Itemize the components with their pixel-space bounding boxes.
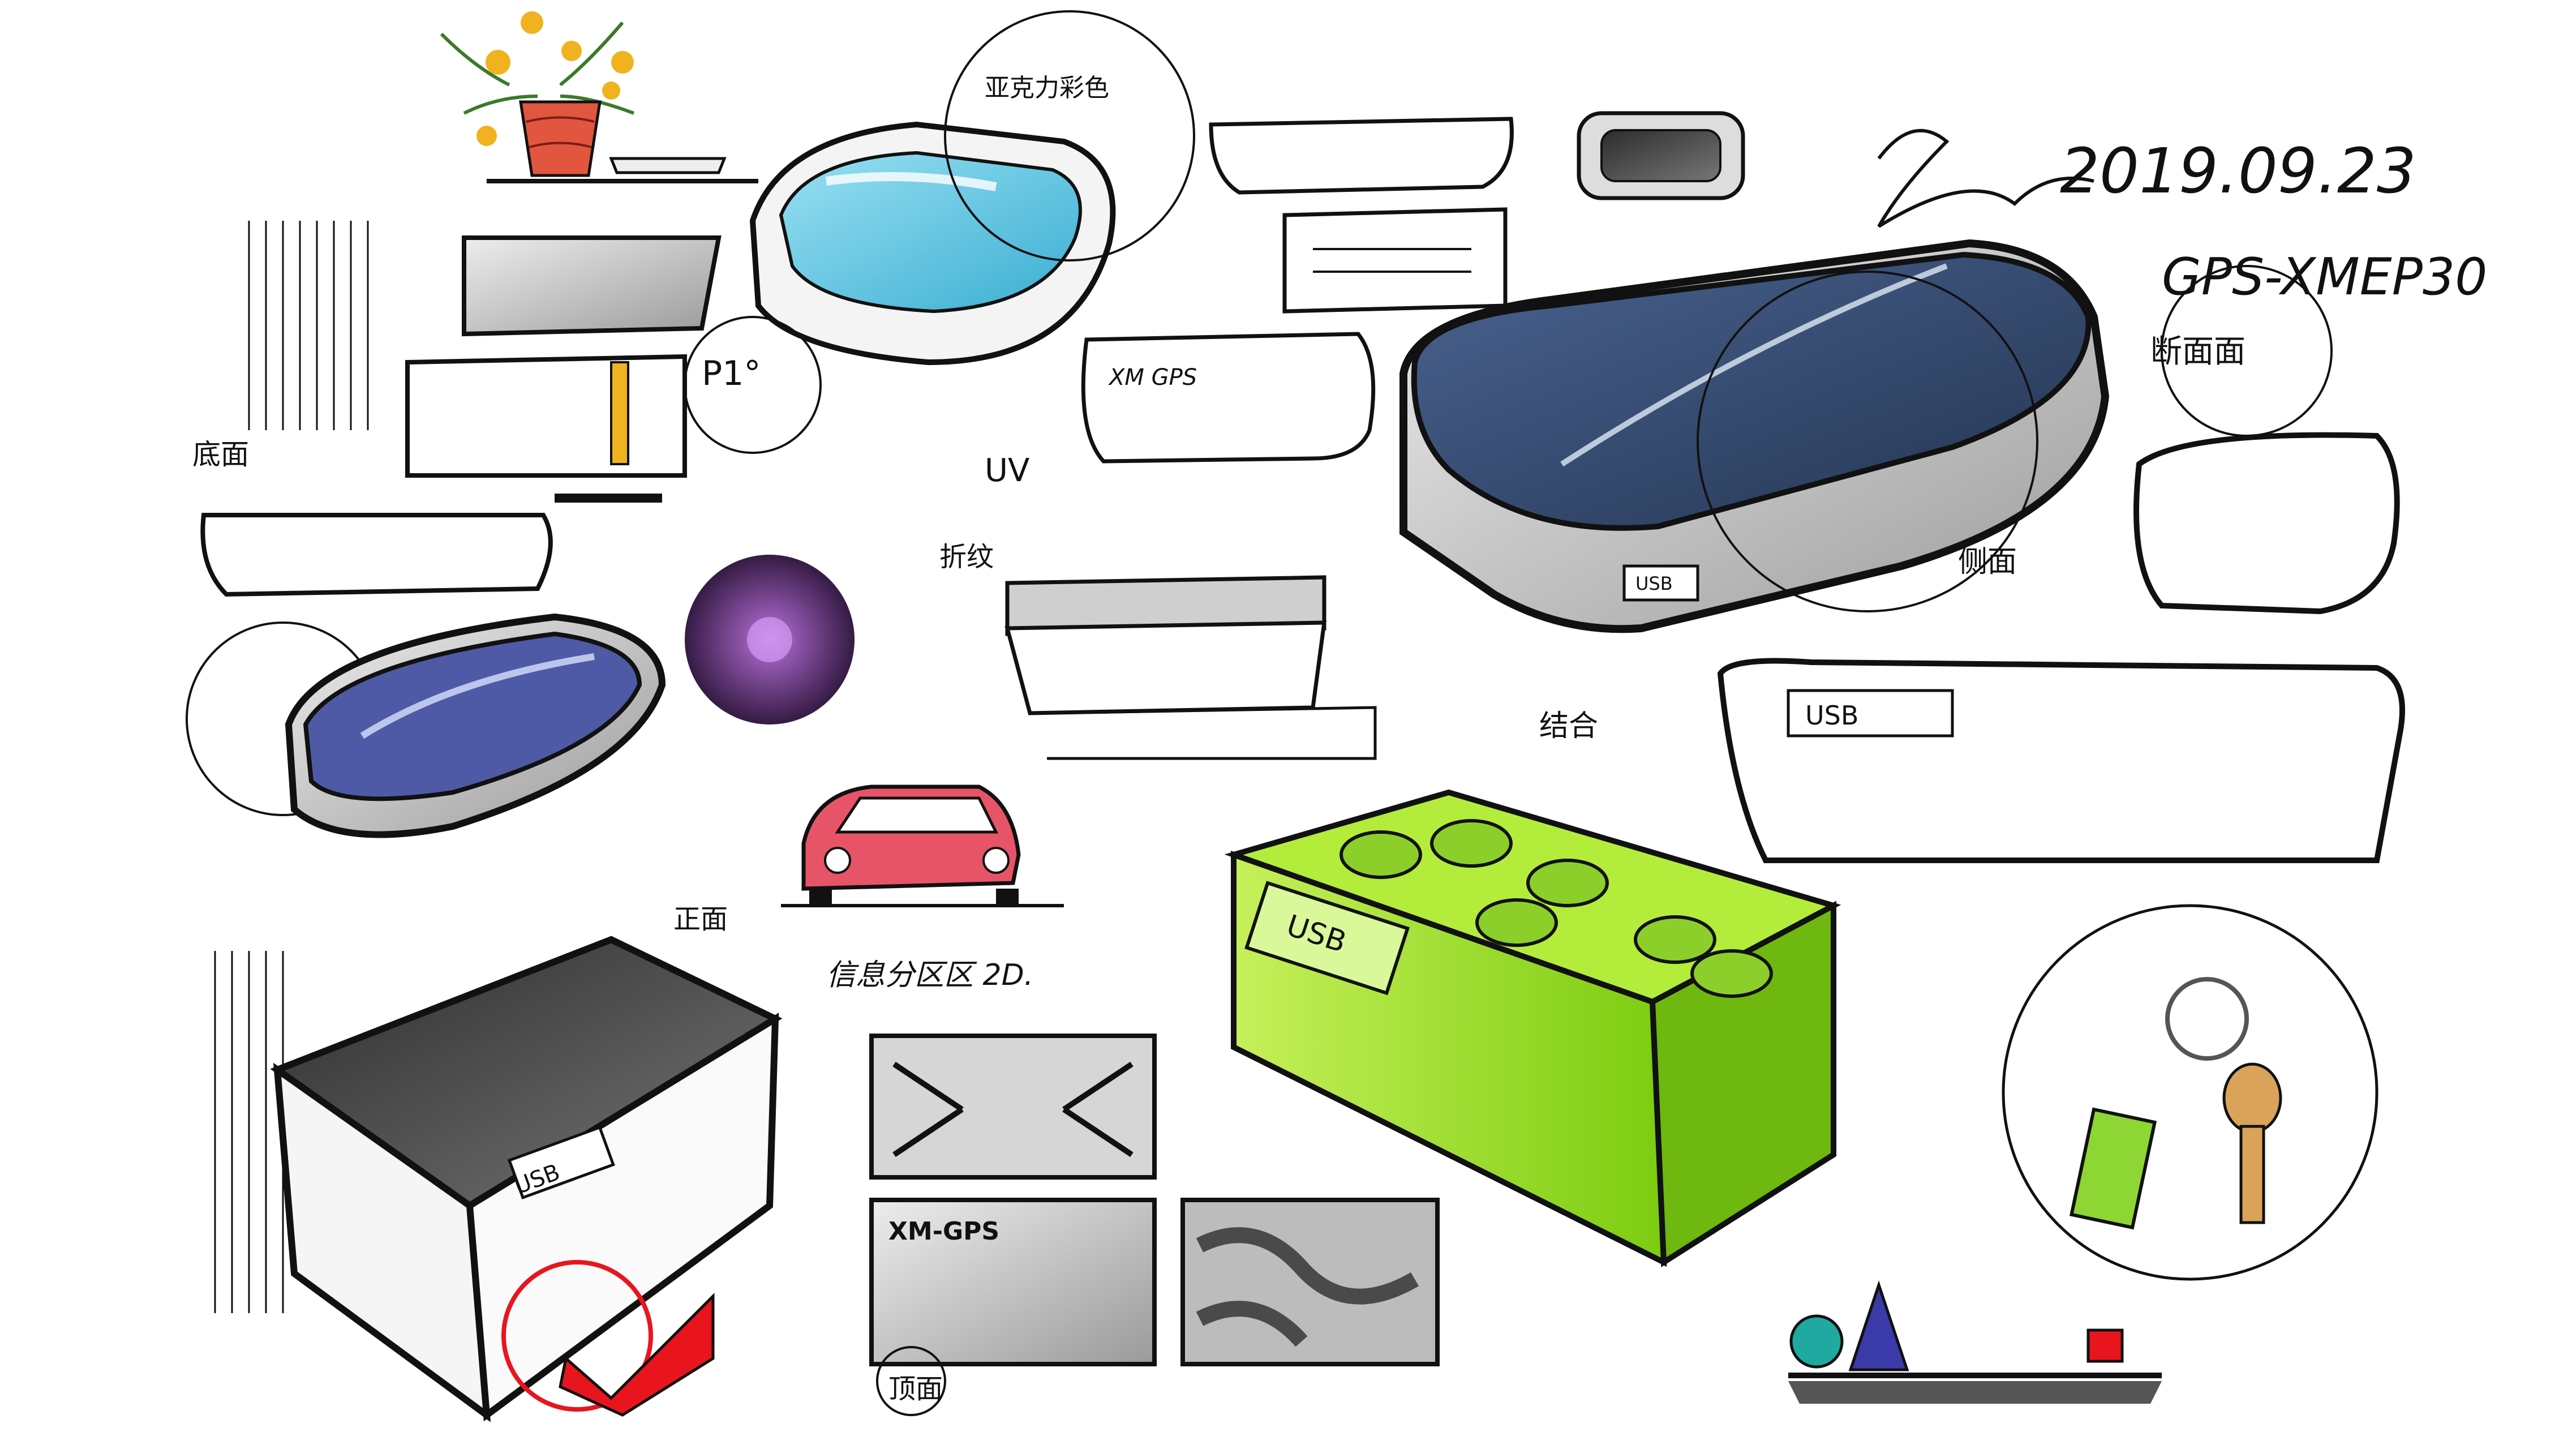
xm-gps-small-label: XM GPS <box>1108 365 1197 391</box>
xm-gps-small-sketch: XM GPS UV <box>985 332 1376 489</box>
dark-box-sketch: 正面 USB <box>214 903 783 1422</box>
textured-box-sketch: 折纹 <box>939 541 1377 760</box>
side-view-note: 侧面 <box>1958 545 2017 579</box>
car-icon <box>781 784 1064 907</box>
module-profile-sketch: 侧面 <box>1958 432 2400 615</box>
model-text: GPS-XMEP30 <box>2162 247 2487 307</box>
p-label: P1° <box>702 354 761 393</box>
texture-note: 折纹 <box>939 541 994 573</box>
purple-fur-ball-icon <box>685 555 855 724</box>
top-note: 亚克力彩色 <box>985 74 1109 102</box>
drawer-sketches <box>1209 111 1745 314</box>
lime-block-sketch: USB <box>1224 789 1841 1267</box>
date-text: 2019.09.23 <box>2060 135 2416 207</box>
bottom-view-note: 底面 <box>192 438 249 471</box>
left-side-profile-sketch: 底面 <box>192 438 662 597</box>
checkmark-icon <box>501 1260 715 1417</box>
uv-label: UV <box>985 452 1029 489</box>
usb-side-view-sketch: USB 结合 <box>1539 658 2405 863</box>
cone-icon <box>1848 1280 1909 1371</box>
flower-pot-icon <box>440 11 758 183</box>
key-ring-icon <box>2002 904 2378 1281</box>
detail-note: 信息分区区 2D. <box>826 958 1033 992</box>
small-tray-sketch <box>609 157 727 174</box>
section-note: 断面面 <box>2150 333 2246 370</box>
front-note: 正面 <box>673 903 728 935</box>
wall-block-sketch: P1° <box>248 221 822 478</box>
blue-gps-body-sketch: USB 断面面 <box>1399 239 2333 633</box>
title-block: 2019.09.23 GPS-XMEP30 <box>1877 128 2487 307</box>
geometry-shelf <box>1788 1280 2162 1404</box>
signature-icon <box>1877 128 2094 228</box>
violet-tray-sketch <box>186 613 666 838</box>
cyan-tray-sketch: 亚克力彩色 <box>749 10 1195 366</box>
usb-label-side: USB <box>1805 700 1858 731</box>
usb-label-blue: USB <box>1635 573 1673 594</box>
platform-note: 结合 <box>1539 709 1598 743</box>
cube-icon <box>2086 1328 2124 1363</box>
sphere-icon <box>1789 1314 1844 1369</box>
xm-gps-panel-label: XM-GPS <box>888 1217 999 1246</box>
top-view-note: 顶面 <box>888 1373 943 1405</box>
detail-panels: 信息分区区 2D. XM-GPS 顶面 <box>826 958 1440 1416</box>
